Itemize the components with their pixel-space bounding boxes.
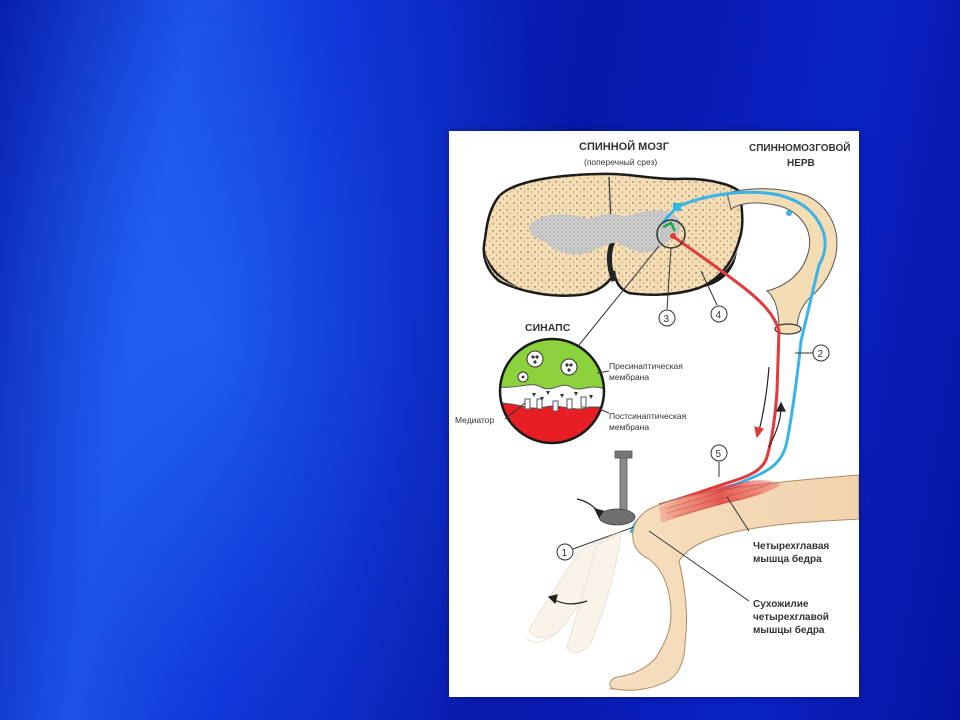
tendon-label: Сухожилие <box>753 599 809 610</box>
postsynaptic-label-line2: мембрана <box>609 422 649 432</box>
sensory-neuron-ending <box>673 203 681 211</box>
tendon-label-line3: мышцы бедра <box>753 624 825 636</box>
reflex-hammer <box>599 451 635 525</box>
leg-ghost-position <box>527 531 621 653</box>
spinal-nerve-title: СПИННОМОЗГОВОЙ <box>749 141 850 154</box>
spinal-nerve-title-line2: НЕРВ <box>787 158 815 169</box>
mediator-label: Медиатор <box>455 415 494 425</box>
svg-text:3: 3 <box>664 314 670 325</box>
tendon-label-line2: четырехглавой <box>753 612 829 623</box>
presynaptic-label-line2: мембрана <box>609 372 649 382</box>
postsynaptic-label: Постсинаптическая <box>609 411 687 421</box>
spinal-cord-title: СПИННОЙ МОЗГ <box>579 140 670 153</box>
svg-text:2: 2 <box>818 349 824 360</box>
marker-5: 5 <box>711 445 727 477</box>
cross-section-subtitle: (поперечный срез) <box>584 157 657 167</box>
quadriceps-label-line2: мышца бедра <box>753 553 822 565</box>
svg-text:1: 1 <box>562 548 568 559</box>
svg-text:5: 5 <box>716 449 722 460</box>
synapse-title: СИНАПС <box>525 322 571 334</box>
quadriceps-label: Четырехглавая <box>753 541 829 552</box>
svg-text:4: 4 <box>716 310 722 321</box>
ganglion-neuron-body <box>786 210 792 216</box>
presynaptic-label: Пресинаптическая <box>609 361 683 371</box>
reflex-arc-illustration: СПИННОЙ МОЗГ (поперечный срез) СПИННОМОЗ… <box>449 131 859 697</box>
synapse-inset <box>499 337 605 443</box>
